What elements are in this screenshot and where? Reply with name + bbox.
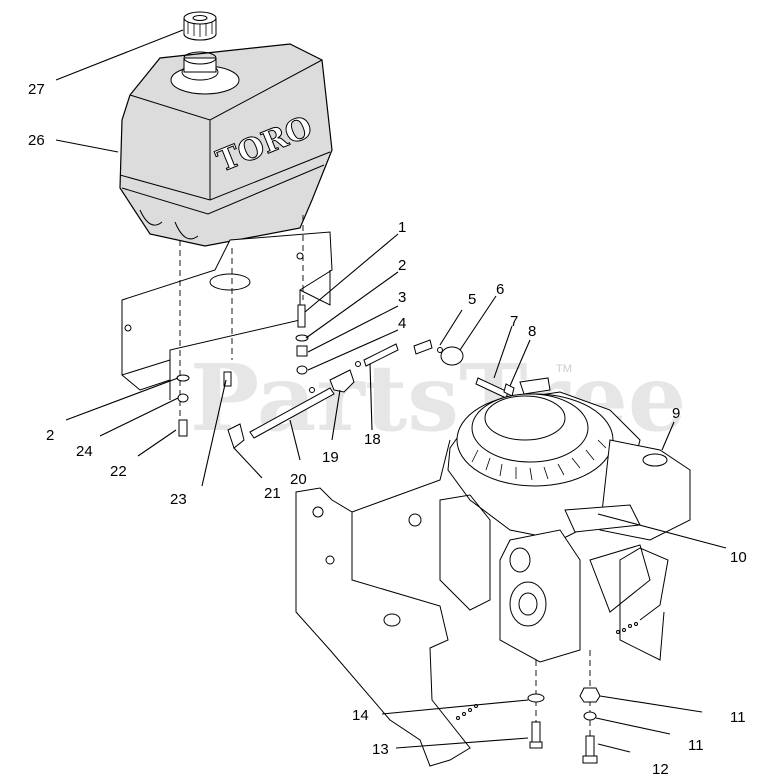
callout-11-lower: 11 bbox=[688, 737, 704, 754]
callout-7: 7 bbox=[510, 313, 518, 330]
callout-12: 12 bbox=[652, 761, 669, 778]
callout-21: 21 bbox=[264, 485, 281, 502]
callout-1: 1 bbox=[398, 219, 406, 236]
callout-labels: 27 26 1 2 3 4 5 6 7 8 9 10 2 24 22 23 21… bbox=[28, 81, 747, 778]
callout-11-upper: 11 bbox=[730, 709, 746, 726]
callout-2-upper: 2 bbox=[398, 257, 406, 274]
callout-8: 8 bbox=[528, 323, 536, 340]
watermark-tm: TM bbox=[556, 363, 572, 375]
callout-27: 27 bbox=[28, 81, 45, 98]
engine-mount-plate bbox=[295, 439, 669, 767]
callout-3: 3 bbox=[398, 289, 406, 306]
callout-13: 13 bbox=[372, 741, 389, 758]
callout-5: 5 bbox=[468, 291, 476, 308]
fuel-tank: TORO bbox=[119, 43, 333, 247]
callout-6: 6 bbox=[496, 281, 504, 298]
callout-23: 23 bbox=[170, 491, 187, 508]
callout-24: 24 bbox=[76, 443, 93, 460]
callout-14: 14 bbox=[352, 707, 369, 724]
engine bbox=[439, 377, 691, 663]
callout-2-lower: 2 bbox=[46, 427, 54, 444]
fuel-line-parts bbox=[227, 339, 515, 449]
leader-lines bbox=[55, 29, 727, 753]
tank-bracket bbox=[121, 231, 333, 400]
callout-26: 26 bbox=[28, 132, 45, 149]
engine-hardware bbox=[527, 687, 601, 764]
fuel-cap bbox=[183, 11, 217, 41]
callout-9: 9 bbox=[672, 405, 680, 422]
callout-10: 10 bbox=[730, 549, 747, 566]
bracket-hardware bbox=[176, 304, 309, 437]
callout-19: 19 bbox=[322, 449, 339, 466]
callout-18: 18 bbox=[364, 431, 381, 448]
callout-20: 20 bbox=[290, 471, 307, 488]
callout-22: 22 bbox=[110, 463, 127, 480]
callout-4: 4 bbox=[398, 315, 406, 332]
